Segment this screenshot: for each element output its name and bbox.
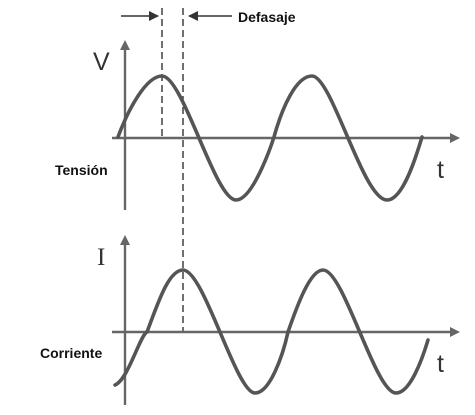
current-signal-label: Corriente [40, 345, 102, 361]
current-wave [113, 268, 430, 395]
voltage-time-label: t [437, 156, 444, 184]
voltage-axis-label: V [93, 48, 110, 76]
current-axis-label: I [97, 244, 105, 271]
voltage-signal-label: Tensión [55, 162, 108, 178]
phase-shift-label: Defasaje [238, 9, 296, 25]
current-graph: I t Corriente [40, 235, 460, 405]
voltage-graph: V t Tensión [55, 40, 460, 210]
current-time-label: t [437, 350, 444, 378]
phase-shift-indicator: Defasaje [121, 9, 296, 25]
voltage-wave [116, 74, 424, 202]
